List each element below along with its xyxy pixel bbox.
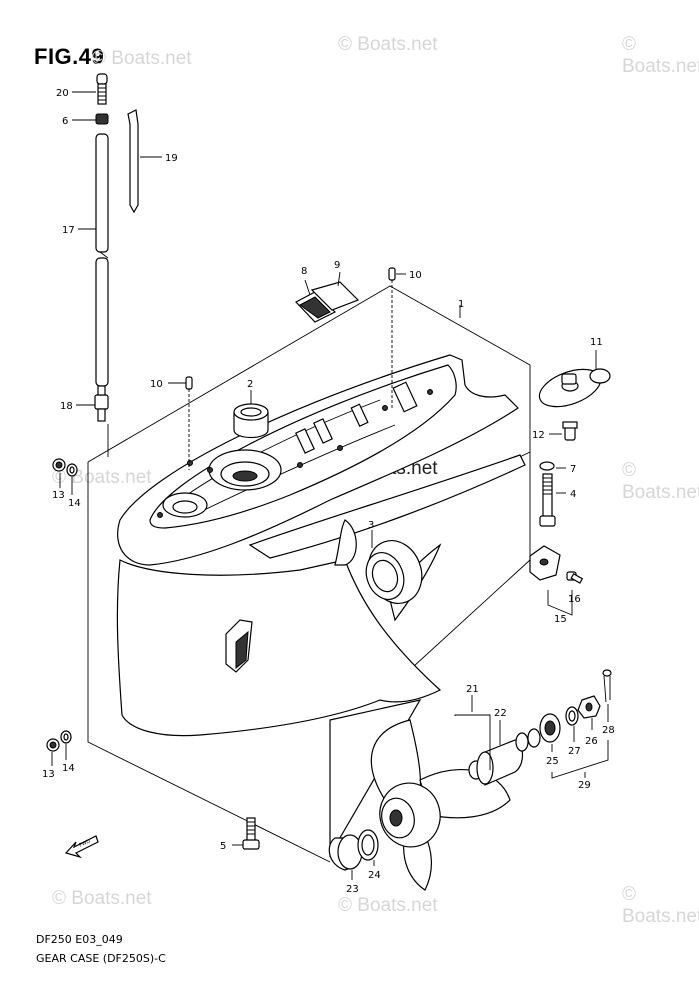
bolt-part-12 (562, 421, 578, 441)
callout-18: 18 (60, 401, 73, 412)
forward-direction-arrow: FWD (64, 835, 99, 859)
bearing-part-3 (365, 540, 423, 604)
callout-14-upper: 14 (68, 498, 81, 509)
washer-part-27 (565, 706, 579, 726)
bracket-15 (547, 590, 573, 616)
drive-shaft-part-17 (95, 133, 109, 387)
anode-part-11 (538, 368, 611, 408)
model-code-caption: DF250 E03_049 (36, 933, 123, 946)
callout-11: 11 (590, 337, 603, 348)
bushing-part-2 (233, 403, 269, 439)
callout-17: 17 (62, 225, 75, 236)
callout-4: 4 (570, 489, 576, 500)
watermark: © Boats.net (622, 460, 699, 503)
clip-part-6 (95, 113, 109, 125)
spacer-part-24 (357, 829, 379, 861)
washer-part-14-lower (60, 730, 72, 744)
spacer-part-25 (527, 713, 561, 748)
nut-part-13-lower (46, 738, 60, 752)
watermark: © Boats.net (52, 888, 152, 909)
callout-12: 12 (532, 430, 545, 441)
bolt-part-4 (539, 473, 556, 527)
callout-27: 27 (568, 746, 581, 757)
callout-15: 15 (554, 614, 567, 625)
watermark: © Boats.net (338, 895, 438, 916)
callout-10-lower: 10 (150, 379, 163, 390)
callout-1: 1 (458, 299, 464, 310)
bolt-part-20 (96, 73, 108, 105)
fwd-label: FWD (78, 838, 91, 848)
bush-part-22 (468, 732, 529, 786)
thrust-washer-part-23 (328, 834, 363, 871)
callout-13-upper: 13 (52, 490, 65, 501)
callout-7: 7 (570, 464, 576, 475)
figure-title: FIG.49 (34, 44, 105, 69)
figure-description-caption: GEAR CASE (DF250S)-C (36, 952, 166, 965)
block-part-15 (529, 545, 561, 581)
callout-23: 23 (346, 884, 359, 895)
strip-part-19 (127, 109, 139, 214)
bolt-part-5 (242, 817, 260, 850)
callout-14-lower: 14 (62, 763, 75, 774)
callout-25: 25 (546, 756, 559, 767)
washer-part-14-upper (66, 463, 78, 477)
callout-21: 21 (466, 684, 479, 695)
callout-9: 9 (334, 260, 340, 271)
callout-2: 2 (247, 379, 253, 390)
callout-10-upper: 10 (409, 270, 422, 281)
callout-13-lower: 13 (42, 769, 55, 780)
callout-16: 16 (568, 594, 581, 605)
cotter-pin-part-28 (602, 669, 612, 703)
callout-22: 22 (494, 708, 507, 719)
callout-28: 28 (602, 725, 615, 736)
leader-lines (51, 91, 609, 880)
callout-3: 3 (368, 520, 374, 531)
screw-part-16 (566, 571, 584, 584)
callout-8: 8 (301, 266, 307, 277)
nut-part-13-upper (52, 458, 66, 472)
callout-29: 29 (578, 780, 591, 791)
watermark: © Boats.net (338, 34, 438, 55)
callout-6: 6 (62, 116, 68, 127)
watermark: © Boats.net (622, 34, 699, 77)
callout-20: 20 (56, 88, 69, 99)
watermark: © Boats.net (92, 48, 192, 69)
callout-24: 24 (368, 870, 381, 881)
callout-labels: 1 2 3 4 5 6 7 8 9 10 10 11 12 13 14 13 1… (42, 88, 615, 895)
propeller (370, 719, 511, 891)
callout-5: 5 (220, 841, 226, 852)
nut-part-26 (577, 695, 601, 719)
plate-parts-8-9 (295, 281, 360, 323)
callout-26: 26 (585, 736, 598, 747)
callout-19: 19 (165, 153, 178, 164)
watermark: © Boats.net (622, 884, 699, 927)
fitting-part-18 (94, 385, 109, 422)
washer-part-7 (539, 461, 555, 471)
